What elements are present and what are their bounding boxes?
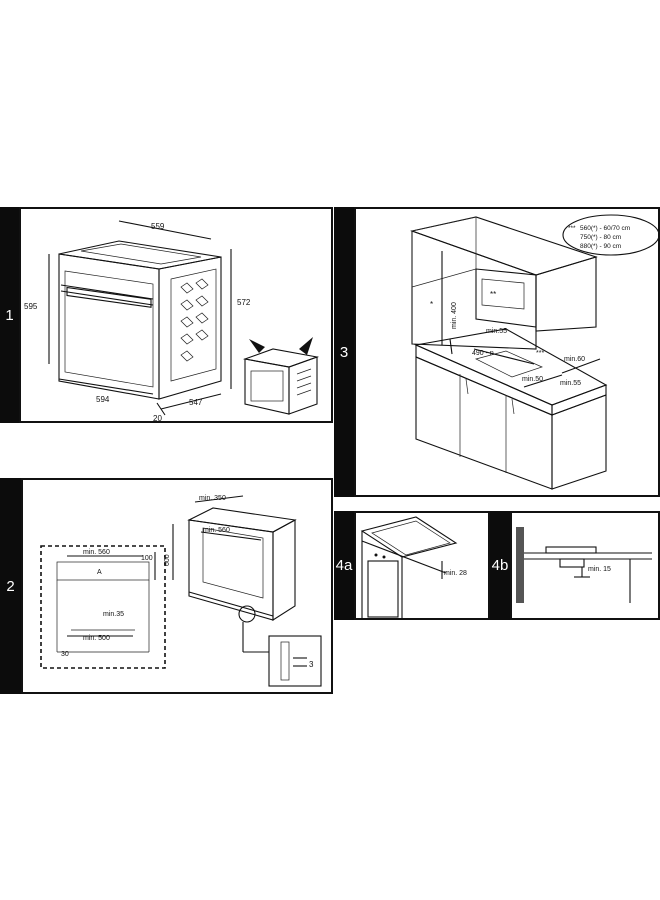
dim-490: 490 - n xyxy=(472,350,494,357)
dim-600: 600 xyxy=(164,554,171,566)
dim-572: 572 xyxy=(237,298,251,307)
panel-4a-hob-above-oven: min. 28 xyxy=(354,511,490,620)
legend-mark: *** xyxy=(568,225,576,232)
panel-4a-number-tab: 4a xyxy=(334,511,354,620)
dim-min560: min. 560 xyxy=(83,549,110,556)
panel-1-oven-dimensions: 595 559 572 594 547 20 xyxy=(19,207,333,423)
dim-top560: min. 560 xyxy=(203,527,230,534)
legend-line-3: 880(*) - 90 cm xyxy=(580,243,621,250)
cabinet-cutout-drawing: min. 560 100 A min.35 min. 500 30 min. 3… xyxy=(40,495,322,687)
dim-559: 559 xyxy=(151,222,165,231)
dim-detail-3: 3 xyxy=(309,660,314,669)
dim-stars: *** xyxy=(536,350,544,357)
dim-594: 594 xyxy=(96,395,110,404)
panel-2-number: 2 xyxy=(6,577,15,595)
dim-20: 20 xyxy=(153,414,162,423)
dim-min35: min.35 xyxy=(103,611,124,618)
panel-1-number-tab: 1 xyxy=(0,207,19,423)
oven-dimension-drawing: 595 559 572 594 547 20 xyxy=(24,220,320,423)
panel-4b-hob-section: min. 15 xyxy=(510,511,660,620)
dim-min60: min.60 xyxy=(564,356,585,363)
panel-4b-number: 4b xyxy=(491,557,509,574)
dim-top350: min. 350 xyxy=(199,495,226,502)
dim-min15: min. 15 xyxy=(588,566,611,573)
hob-section-drawing: min. 15 xyxy=(516,527,652,603)
dim-547: 547 xyxy=(189,398,203,407)
dim-dot: * xyxy=(430,300,433,309)
legend-line-1: 560(*) - 60/70 cm xyxy=(580,225,630,232)
dim-min50: min.50 xyxy=(522,376,543,383)
dim-30: 30 xyxy=(61,651,69,658)
panel-4b-number-tab: 4b xyxy=(490,511,510,620)
dim-595: 595 xyxy=(24,302,38,311)
panel-1-number: 1 xyxy=(5,306,14,324)
panel-2-cabinet-cutout: min. 560 100 A min.35 min. 500 30 min. 3… xyxy=(21,478,333,694)
dim-min55-top: min.55 xyxy=(486,328,507,335)
kitchen-installation-drawing: min. 400 min.55 490 - n min.60 min.50 mi… xyxy=(410,214,658,490)
dim-min400: min. 400 xyxy=(451,302,458,329)
panel-3-number: 3 xyxy=(339,343,349,361)
dim-100: 100 xyxy=(141,555,153,562)
hob-above-oven-drawing: min. 28 xyxy=(360,516,467,618)
label-a: A xyxy=(97,569,102,576)
dim-dots: ** xyxy=(490,290,496,299)
dim-min28: min. 28 xyxy=(444,570,467,577)
panel-3-kitchen-installation: min. 400 min.55 490 - n min.60 min.50 mi… xyxy=(354,207,660,497)
panel-3-number-tab: 3 xyxy=(334,207,354,497)
panel-2-number-tab: 2 xyxy=(0,478,21,694)
dim-min55-bottom: min.55 xyxy=(560,380,581,387)
panel-4a-number: 4a xyxy=(335,557,353,574)
dim-min500: min. 500 xyxy=(83,635,110,642)
legend-line-2: 750(*) - 80 cm xyxy=(580,234,621,241)
